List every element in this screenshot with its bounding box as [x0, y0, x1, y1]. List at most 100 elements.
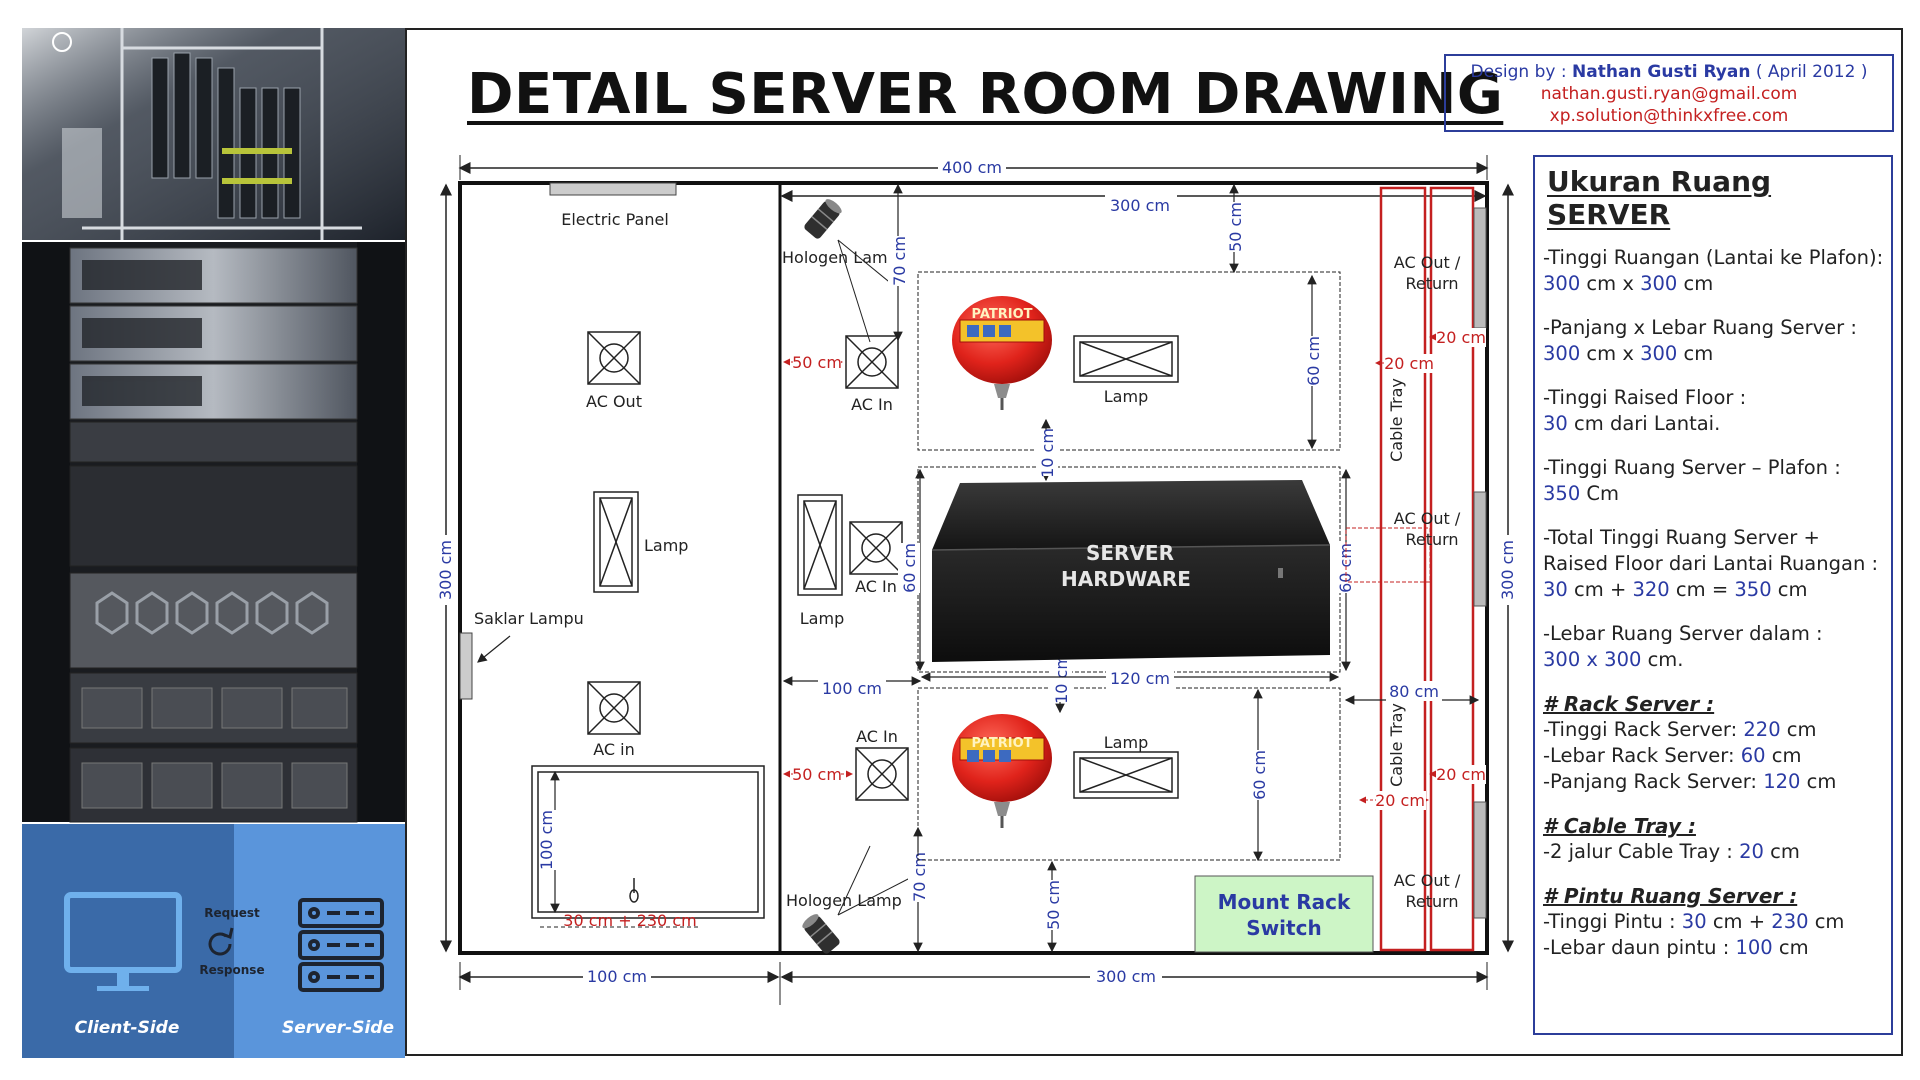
cable-tray-bottom-label: Cable Tray: [1387, 703, 1406, 787]
info-room-size: -Panjang x Lebar Ruang Server : 300 cm x…: [1543, 316, 1857, 365]
fire-label-top: PATRIOT: [971, 307, 1032, 322]
dim-50-ceiling: 50 cm: [1226, 202, 1245, 252]
hologen-lamp-bottom-icon: [802, 914, 840, 954]
dim-70-bottom: 70 cm: [910, 852, 929, 902]
hologen-lamp-top-icon: [804, 199, 842, 239]
dim-top-total: 400 cm: [942, 158, 1002, 177]
server-label-line2: HARDWARE: [1061, 567, 1191, 591]
return-top: Return: [1405, 274, 1458, 293]
ac-out-return-top: AC Out /: [1394, 253, 1461, 272]
dim-10-top: 10 cm: [1038, 428, 1057, 478]
dim-50-bottom-left: 50 cm: [792, 765, 842, 784]
electric-panel-label: Electric Panel: [561, 210, 669, 229]
info-box: Ukuran Ruang SERVER -Tinggi Ruangan (Lan…: [1533, 155, 1893, 1035]
refresh-icon: [208, 927, 234, 956]
mount-rack-line1: Mount Rack: [1218, 890, 1351, 914]
client-side-panel: [22, 824, 234, 1058]
lamp-left-icon: [593, 491, 639, 593]
fire-extinguisher-bottom-icon: PATRIOT: [952, 714, 1052, 828]
dim-bottom-right: 300 cm: [1096, 967, 1156, 986]
dim-20-b: 20 cm: [1436, 328, 1486, 347]
monitor-icon: [64, 892, 182, 991]
ac-in-bottom-icon: [855, 747, 909, 801]
dim-60-top: 60 cm: [1304, 336, 1323, 386]
request-label: Request: [204, 906, 260, 920]
server-hardware: [931, 480, 1331, 662]
info-room-height: -Tinggi Ruangan (Lantai ke Plafon): 300 …: [1543, 246, 1884, 295]
ac-in-top-label: AC In: [851, 395, 893, 414]
dim-bottom-left: 100 cm: [587, 967, 647, 986]
info-heading: Ukuran Ruang SERVER: [1547, 165, 1772, 231]
cable-tray-link: [1345, 527, 1431, 583]
lamp-top-label: Lamp: [1104, 387, 1148, 406]
info-server-ceiling: -Tinggi Ruang Server – Plafon : 350 Cm: [1543, 456, 1841, 505]
server-side-panel: [234, 824, 405, 1058]
dim-100-mid: 100 cm: [822, 679, 882, 698]
cable-tray-lanes: [1379, 186, 1475, 952]
ac-in-top-icon: [845, 335, 899, 389]
dim-70-top: 70 cm: [890, 236, 909, 286]
dim-left-height: 300 cm: [436, 540, 455, 600]
info-inner-width: -Lebar Ruang Server dalam : 300 x 300 cm…: [1543, 622, 1823, 671]
gpu-rig-photo: [22, 28, 405, 240]
light-switch: [459, 632, 473, 700]
rack-server-units: [69, 247, 358, 823]
ac-in-mid-icon: [849, 521, 903, 575]
info-raised-floor: -Tinggi Raised Floor : 30 cm dari Lantai…: [1543, 386, 1747, 435]
door-width-dim: 30 cm + 230 cm: [563, 911, 696, 930]
ac-out-left-icon: [587, 331, 641, 385]
client-server-illustration: Request Response Client-Side Server-Side: [22, 824, 405, 1058]
door-handle-icon: [629, 878, 639, 903]
page-title: DETAIL SERVER ROOM DRAWING: [467, 62, 1504, 127]
credit-date: ( April 2012 ): [1750, 62, 1868, 82]
info-cable-tray: # Cable Tray : -2 jalur Cable Tray : 20 …: [1543, 814, 1800, 863]
response-label: Response: [199, 963, 264, 977]
ac-in-left-icon: [587, 681, 641, 735]
ac-in-left-label: AC in: [593, 740, 635, 759]
ac-out-return-unit-bottom: [1473, 801, 1487, 919]
credit-email-1[interactable]: nathan.gusti.ryan@gmail.com: [1540, 84, 1798, 104]
server-rack-photo: [22, 242, 405, 823]
server-side-label: Server-Side: [282, 1018, 394, 1038]
credit-email-2[interactable]: xp.solution@thinkxfree.com: [1549, 106, 1789, 126]
lamp-mid-left-icon: [797, 494, 843, 596]
dim-20-d: 20 cm: [1375, 791, 1425, 810]
ac-out-return-unit-mid: [1473, 491, 1487, 607]
dim-top-server: 300 cm: [1110, 196, 1170, 215]
dim-80: 80 cm: [1389, 682, 1439, 701]
credit-box: Design by : Nathan Gusti Ryan ( April 20…: [1444, 54, 1894, 132]
lamp-top-icon: [1073, 335, 1179, 383]
hologen-lamp-top-label: Hologen Lamp: [782, 248, 898, 267]
dim-20-c: 20 cm: [1436, 765, 1486, 784]
ac-in-bottom-label: AC In: [856, 727, 898, 746]
dim-60-bottom: 60 cm: [1250, 750, 1269, 800]
door-outline: [531, 765, 765, 919]
room-outline: [458, 181, 1489, 955]
lamp-left-label: Lamp: [644, 536, 688, 555]
dim-60-server-left: 60 cm: [900, 543, 919, 593]
photo-panel: Request Response Client-Side Server-Side: [22, 28, 405, 1058]
credit-author: Nathan Gusti Ryan: [1572, 62, 1751, 82]
mount-rack-line2: Switch: [1246, 916, 1321, 940]
info-total-height: -Total Tinggi Ruang Server + Raised Floo…: [1543, 526, 1879, 601]
door-height-dim: 100 cm: [537, 810, 556, 870]
drawing-frame: [405, 28, 1903, 1056]
client-side-label: Client-Side: [75, 1018, 180, 1038]
server-label-line1: SERVER: [1086, 541, 1174, 565]
lamp-bottom-label: Lamp: [1104, 733, 1148, 752]
credit-prefix: Design by :: [1470, 62, 1573, 82]
lamp-bottom-icon: [1073, 751, 1179, 799]
hologen-lamp-bottom-label: Hologen Lamp: [786, 891, 902, 910]
dim-20-a: 20 cm: [1384, 354, 1434, 373]
hex-bezel: [95, 591, 329, 635]
info-rack-server: # Rack Server : -Tinggi Rack Server: 220…: [1543, 692, 1837, 793]
dim-10-bottom: 10 cm: [1052, 654, 1071, 704]
dim-50-floor: 50 cm: [1044, 880, 1063, 930]
dim-right-height: 300 cm: [1498, 540, 1517, 600]
fire-label-bottom: PATRIOT: [971, 736, 1032, 751]
ac-out-return-bottom: AC Out /: [1394, 871, 1461, 890]
cable-tray-top-label: Cable Tray: [1387, 378, 1406, 462]
dim-120: 120 cm: [1110, 669, 1170, 688]
lamp-mid-left-label: Lamp: [800, 609, 844, 628]
info-door: # Pintu Ruang Server : -Tinggi Pintu : 3…: [1543, 884, 1845, 959]
